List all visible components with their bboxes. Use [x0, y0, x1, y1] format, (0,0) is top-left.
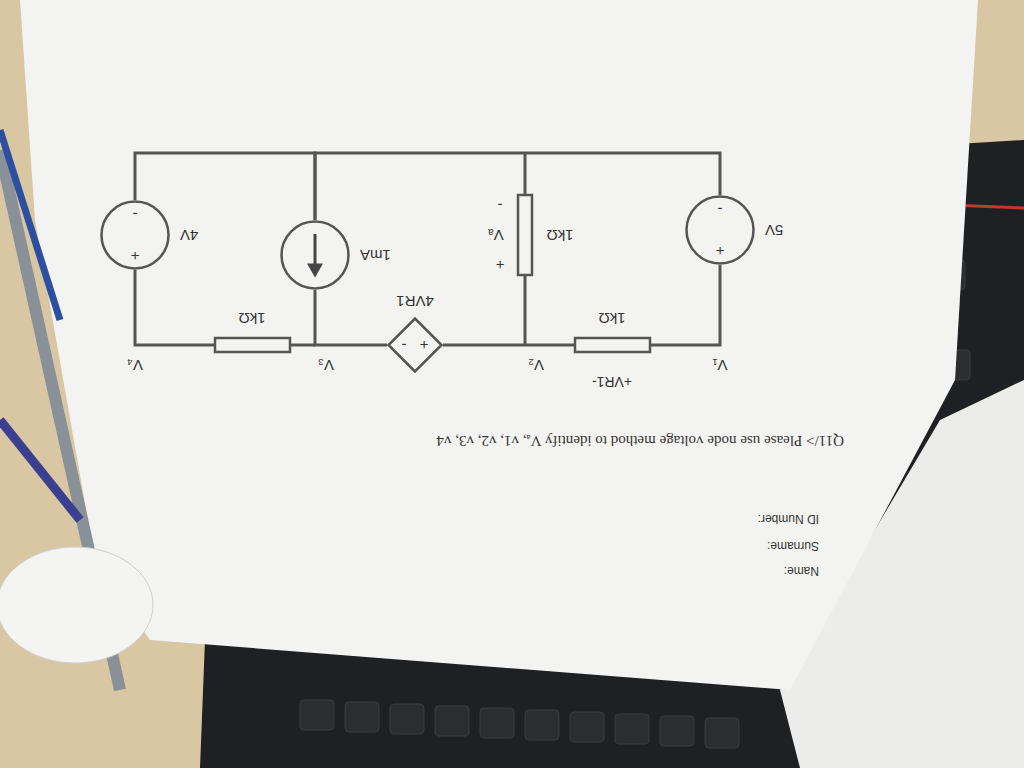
resistor-value: 1kΩ — [598, 309, 625, 326]
current-source: 1mA — [280, 220, 350, 290]
node-body: +- — [100, 200, 170, 270]
polarity-sign: + — [131, 248, 140, 265]
voltage-label: Vₐ — [488, 226, 504, 243]
current-arrow — [314, 234, 317, 268]
polarity-sign: + — [716, 243, 725, 260]
polarity-sign: + — [420, 337, 429, 354]
node-name: V₃ — [318, 356, 334, 373]
polarity-sign: - — [498, 196, 503, 213]
node-body: +- — [387, 317, 443, 373]
wire — [290, 344, 315, 347]
wire — [135, 270, 215, 345]
polarity-sign: - — [718, 201, 723, 218]
circle-outline — [280, 220, 350, 290]
wire — [315, 153, 720, 220]
resistors — [215, 195, 650, 352]
voltage-source: +-4V — [100, 200, 170, 270]
pen — [0, 420, 80, 520]
source-circle — [102, 202, 169, 269]
question-text: Q11/> Please use node voltage method to … — [436, 431, 844, 448]
source-circle — [687, 197, 754, 264]
node-name: V₂ — [528, 356, 544, 373]
wire — [650, 265, 720, 345]
source-circle — [282, 222, 349, 289]
wire — [315, 290, 387, 345]
resistor-value: 1kΩ — [546, 226, 573, 243]
polarity-sign: + — [496, 256, 505, 273]
node-body: +- — [685, 195, 755, 265]
diamond-outline — [389, 319, 442, 372]
resistor-symbol — [518, 195, 532, 275]
wire — [443, 344, 575, 347]
source-value: 4VR1 — [396, 293, 434, 310]
polarity-sign: - — [402, 337, 407, 354]
resistor-value: 1kΩ — [238, 309, 265, 326]
wire — [524, 275, 527, 345]
wire — [135, 153, 315, 220]
form-field: ID Number: — [758, 511, 819, 525]
wires — [135, 153, 720, 345]
paper-sheet — [20, 0, 978, 690]
wire — [524, 153, 527, 195]
source-value: 5V — [765, 222, 783, 239]
node-body — [280, 220, 350, 290]
voltage-source: +-5V — [685, 195, 755, 265]
diamond-outline — [387, 317, 443, 373]
round-case — [0, 547, 153, 663]
pen — [0, 130, 60, 320]
resistor-symbol — [575, 338, 650, 352]
source-value: 4V — [180, 227, 198, 244]
dependent-source: +-4VR1 — [387, 317, 443, 373]
form-field: Name: — [784, 563, 819, 577]
node-name: V₁ — [712, 356, 727, 373]
voltage-label: +VR1- — [592, 374, 632, 390]
polarity-sign: - — [133, 206, 138, 223]
current-arrowhead — [307, 263, 323, 277]
form-field: Surname: — [767, 538, 819, 552]
source-value: 1mA — [360, 247, 391, 264]
resistor-symbol — [215, 338, 290, 352]
node-name: V₄ — [127, 356, 143, 373]
